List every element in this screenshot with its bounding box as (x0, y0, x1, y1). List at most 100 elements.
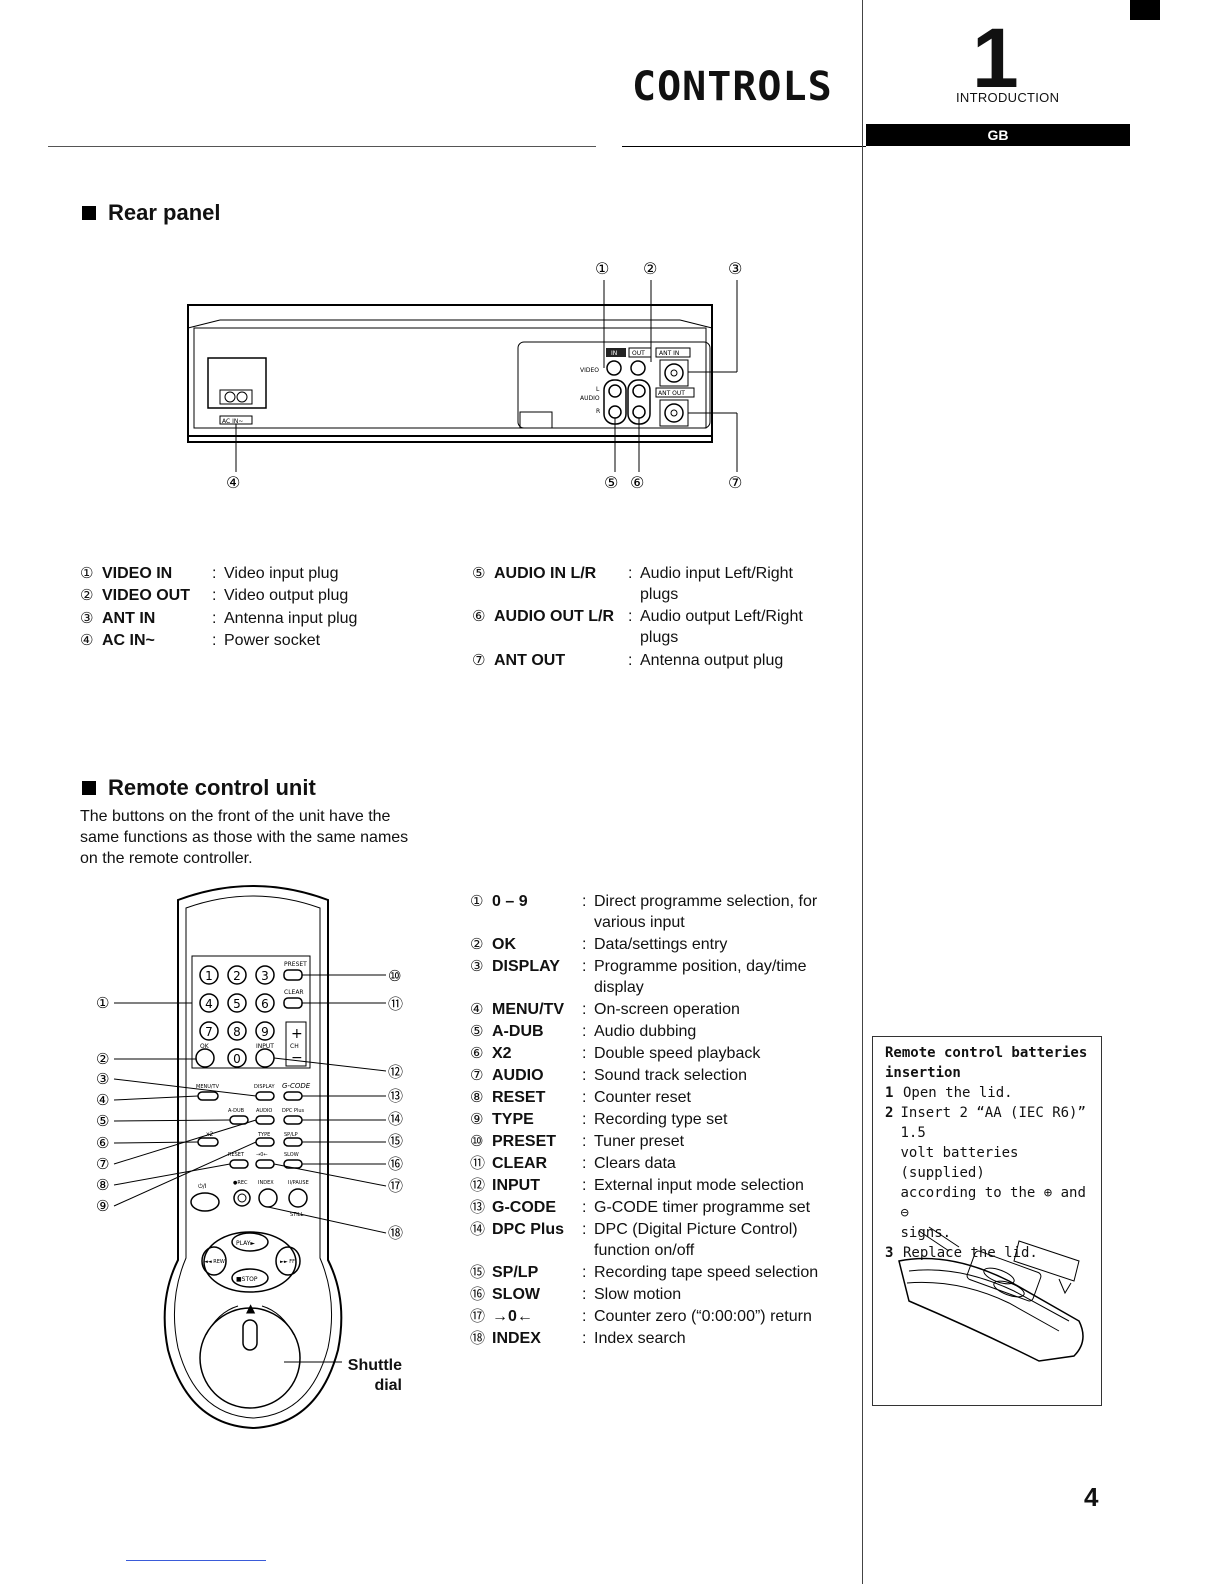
rear-legend-item: ③ ANT IN : Antenna input plug (80, 609, 358, 627)
legend-num: ⑥ (472, 607, 486, 625)
ac-in-label: AC IN~ (222, 418, 243, 425)
rear-legend-item: ① VIDEO IN : Video input plug (80, 564, 339, 582)
legend-num: ④ (80, 631, 94, 649)
legend-num: ⑤ (472, 564, 486, 582)
svg-text:5: 5 (233, 997, 241, 1011)
legend-desc: Video input plug (224, 565, 339, 582)
video-label: VIDEO (580, 367, 599, 374)
remote-callout-3: ③ (96, 1070, 109, 1088)
remote-legend-item: ⑯ SLOW : Slow motion (470, 1284, 850, 1305)
remote-callout-1: ① (96, 994, 109, 1012)
shuttle-label-line1: Shuttle (347, 1357, 402, 1374)
rec-label: ●REC (233, 1180, 248, 1186)
legend-desc: Antenna input plug (224, 610, 358, 627)
clear-label: CLEAR (284, 989, 304, 996)
remote-callout-12: ⑫ (388, 1063, 403, 1081)
legend-name: DISPLAY (492, 958, 560, 975)
battery-note: Remote control batteries insertion 1 Ope… (872, 1036, 1102, 1406)
still-label: STILL (290, 1212, 303, 1218)
legend-name: VIDEO IN (102, 565, 173, 582)
step-text-line: volt batteries (supplied) (900, 1145, 1019, 1181)
legend-num: ④ (470, 1000, 484, 1018)
rear-legend-item: ⑥ AUDIO OUT L/R : Audio output Left/Righ… (472, 606, 815, 648)
step-text-line: signs. (900, 1225, 952, 1241)
legend-name: PRESET (492, 1133, 557, 1150)
remote-callout-16: ⑯ (388, 1155, 403, 1173)
legend-desc: Sound track selection (594, 1067, 747, 1084)
legend-num: ⑪ (470, 1154, 486, 1172)
heading-bullet (82, 781, 96, 795)
battery-insertion-illustration (898, 1226, 1084, 1362)
display-label: DISPLAY (254, 1084, 275, 1090)
audio-r-label: R (596, 408, 600, 415)
step-text-line: according to the ⊕ and ⊖ (900, 1185, 1086, 1221)
callout-5: ⑤ (604, 473, 618, 492)
remote-legend-item: ⑤ A-DUB : Audio dubbing (470, 1021, 850, 1042)
legend-desc: Programme position, day/time display (594, 958, 807, 996)
dpc-label: DPC Plus (282, 1108, 305, 1114)
remote-callout-11: ⑪ (388, 995, 403, 1013)
battery-step: 3 Replace the lid. (885, 1243, 1089, 1263)
step-text: Replace the lid. (903, 1245, 1038, 1261)
legend-desc: Direct programme selection, for various … (594, 893, 818, 931)
legend-num: ⑮ (470, 1263, 486, 1281)
legend-num: ⑦ (470, 1066, 484, 1084)
legend-name: AUDIO IN L/R (494, 565, 597, 582)
legend-desc: G-CODE timer programme set (594, 1199, 811, 1216)
legend-desc: Recording type set (594, 1111, 728, 1128)
svg-text:6: 6 (261, 997, 269, 1011)
remote-callout-14: ⑭ (388, 1110, 403, 1128)
rear-panel-heading: Rear panel (82, 200, 221, 226)
remote-legend-item: ⑮ SP/LP : Recording tape speed selection (470, 1262, 850, 1283)
legend-desc: DPC (Digital Picture Control) function o… (594, 1221, 798, 1259)
remote-legend-item: ② OK : Data/settings entry (470, 934, 850, 955)
legend-name: SLOW (492, 1286, 540, 1303)
legend-desc: Tuner preset (594, 1133, 685, 1150)
legend-name: 0 – 9 (492, 893, 528, 910)
remote-callout-8: ⑧ (96, 1176, 109, 1194)
remote-legend-item: ⑨ TYPE : Recording type set (470, 1109, 850, 1130)
remote-legend-item: ⑩ PRESET : Tuner preset (470, 1131, 850, 1152)
remote-legend: ① 0 – 9 : Direct programme selection, fo… (470, 891, 850, 1349)
column-divider (862, 0, 863, 1584)
callout-1: ① (595, 259, 609, 278)
legend-name: INDEX (492, 1330, 541, 1347)
battery-step: 2 Insert 2 “AA (IEC R6)” 1.5 volt batter… (885, 1103, 1089, 1243)
legend-num: ⑩ (470, 1132, 484, 1150)
ch-label: CH (290, 1043, 299, 1050)
legend-num: ⑭ (470, 1220, 486, 1238)
legend-num: ⑨ (470, 1110, 484, 1128)
zero-label: →0← (256, 1152, 268, 1158)
rear-panel-heading-text: Rear panel (108, 200, 221, 225)
audio-btn-label: AUDIO (256, 1108, 272, 1114)
reset-label: RESET (228, 1152, 245, 1158)
legend-desc: Double speed playback (594, 1045, 761, 1062)
shuttle-dial-label: Shuttle dial (330, 1356, 402, 1396)
remote-callout-15: ⑮ (388, 1132, 403, 1150)
preset-label: PRESET (284, 961, 307, 968)
remote-legend-item: ⑰ →0← : Counter zero (“0:00:00”) return (470, 1306, 850, 1327)
svg-text:3: 3 (261, 969, 269, 983)
legend-name: SP/LP (492, 1264, 539, 1281)
legend-name: AUDIO (492, 1067, 544, 1084)
remote-diagram: 1 2 3 4 5 6 7 8 9 0 PRESET CLEAR + − CH … (96, 885, 403, 1430)
remote-legend-item: ⑱ INDEX : Index search (470, 1328, 850, 1349)
footer-rule (126, 1560, 266, 1561)
legend-name: DPC Plus (492, 1221, 565, 1238)
svg-text:−: − (291, 1050, 303, 1066)
stop-label: ■STOP (236, 1276, 258, 1283)
legend-num: ① (80, 564, 94, 582)
rear-legend-item: ④ AC IN~ : Power socket (80, 631, 321, 649)
remote-legend-item: ⑧ RESET : Counter reset (470, 1087, 850, 1108)
legend-name: G-CODE (492, 1199, 556, 1216)
remote-callout-4: ④ (96, 1091, 109, 1109)
legend-name: VIDEO OUT (102, 587, 191, 604)
svg-text:8: 8 (233, 1025, 241, 1039)
legend-name: AC IN~ (102, 632, 155, 649)
legend-name: X2 (492, 1045, 512, 1062)
remote-legend-item: ⑥ X2 : Double speed playback (470, 1043, 850, 1064)
legend-desc: Data/settings entry (594, 936, 728, 953)
legend-name: →0← (492, 1308, 533, 1325)
power-label: ⏻/I (198, 1183, 207, 1190)
language-tab-label: GB (987, 127, 1009, 143)
